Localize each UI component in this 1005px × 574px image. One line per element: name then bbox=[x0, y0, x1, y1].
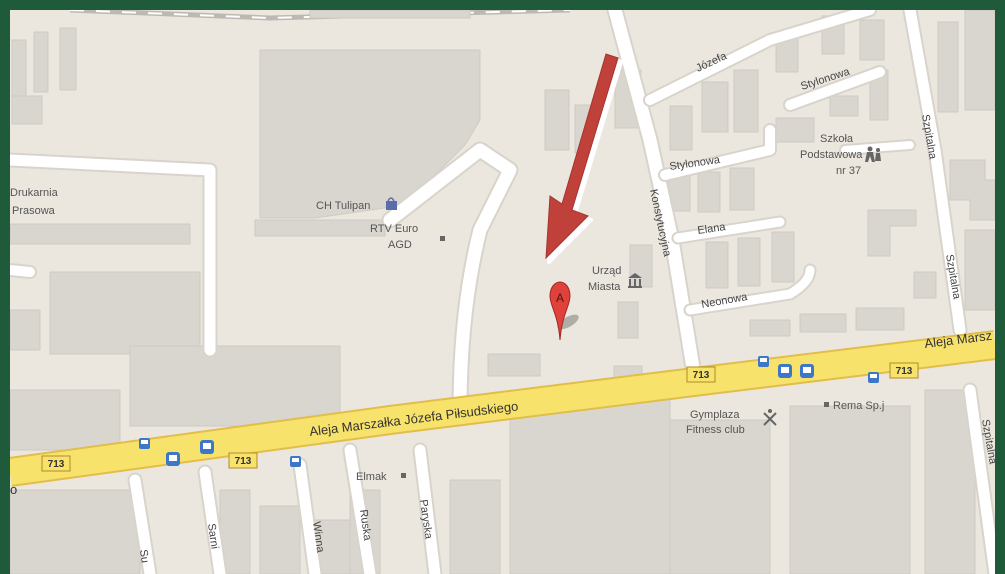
svg-text:713: 713 bbox=[48, 459, 65, 470]
poi-gymplaza[interactable]: Gymplaza Fitness club bbox=[686, 409, 777, 436]
svg-text:nr 37: nr 37 bbox=[836, 165, 861, 177]
bus-stop-icon[interactable] bbox=[139, 438, 150, 449]
street-label-ruska: Ruska bbox=[357, 509, 373, 542]
poi-dot-icon bbox=[824, 402, 829, 407]
svg-text:Miasta: Miasta bbox=[588, 281, 621, 293]
svg-text:Szkoła: Szkoła bbox=[820, 133, 854, 145]
svg-text:Podstawowa: Podstawowa bbox=[800, 149, 863, 161]
route-shield: 713 bbox=[686, 366, 716, 383]
tram-stop-icon[interactable] bbox=[200, 440, 214, 454]
location-marker-a[interactable]: A bbox=[549, 281, 581, 341]
svg-text:Fitness club: Fitness club bbox=[686, 424, 745, 436]
government-building-icon bbox=[628, 273, 642, 288]
svg-text:713: 713 bbox=[896, 366, 913, 377]
svg-text:RTV Euro: RTV Euro bbox=[370, 223, 418, 235]
map-canvas[interactable]: 713 713 713 713 bbox=[10, 10, 995, 574]
svg-text:Gymplaza: Gymplaza bbox=[690, 409, 740, 421]
minor-roads bbox=[10, 10, 995, 574]
poi-rtv-euro-agd[interactable]: RTV Euro AGD bbox=[370, 223, 445, 251]
bus-stop-icon[interactable] bbox=[758, 356, 769, 367]
svg-text:713: 713 bbox=[235, 456, 252, 467]
school-icon bbox=[865, 146, 881, 162]
street-label-elana: Elana bbox=[697, 221, 727, 237]
tram-stop-icon[interactable] bbox=[166, 452, 180, 466]
poi-label-drukarnia: Prasowa bbox=[12, 205, 56, 217]
route-shield: 713 bbox=[889, 362, 919, 379]
svg-text:CH Tulipan: CH Tulipan bbox=[316, 200, 370, 212]
poi-dot-icon bbox=[440, 236, 445, 241]
poi-dot-icon bbox=[401, 473, 406, 478]
svg-text:Elmak: Elmak bbox=[356, 471, 387, 483]
road-label-aleja-left: o bbox=[10, 482, 17, 497]
marker-letter: A bbox=[556, 291, 564, 305]
svg-text:713: 713 bbox=[693, 370, 710, 381]
svg-text:Urząd: Urząd bbox=[592, 265, 621, 277]
poi-tulipan[interactable]: CH Tulipan bbox=[316, 197, 397, 212]
tram-stop-icon[interactable] bbox=[800, 364, 814, 378]
fitness-icon bbox=[763, 409, 777, 426]
bus-stop-icon[interactable] bbox=[868, 372, 879, 383]
poi-label-drukarnia: Drukarnia bbox=[10, 187, 59, 199]
street-label-sarni: Sarni bbox=[205, 523, 220, 550]
street-label-su: Su bbox=[137, 549, 151, 564]
poi-elmak[interactable]: Elmak bbox=[356, 471, 406, 483]
poi-rema[interactable]: Rema Sp.j bbox=[824, 400, 884, 412]
street-label-paryska: Paryska bbox=[417, 499, 435, 541]
route-shield: 713 bbox=[41, 455, 71, 472]
route-shield: 713 bbox=[228, 452, 258, 469]
poi-szkola[interactable]: Szkoła Podstawowa nr 37 bbox=[800, 133, 881, 177]
tram-stop-icon[interactable] bbox=[778, 364, 792, 378]
direction-arrow bbox=[545, 53, 623, 264]
shopping-bag-icon bbox=[386, 197, 397, 210]
svg-text:AGD: AGD bbox=[388, 239, 412, 251]
bus-stop-icon[interactable] bbox=[290, 456, 301, 467]
svg-text:Rema Sp.j: Rema Sp.j bbox=[833, 400, 884, 412]
street-label-winna: Winna bbox=[310, 521, 326, 554]
poi-urzad-miasta[interactable]: Urząd Miasta bbox=[588, 265, 642, 293]
